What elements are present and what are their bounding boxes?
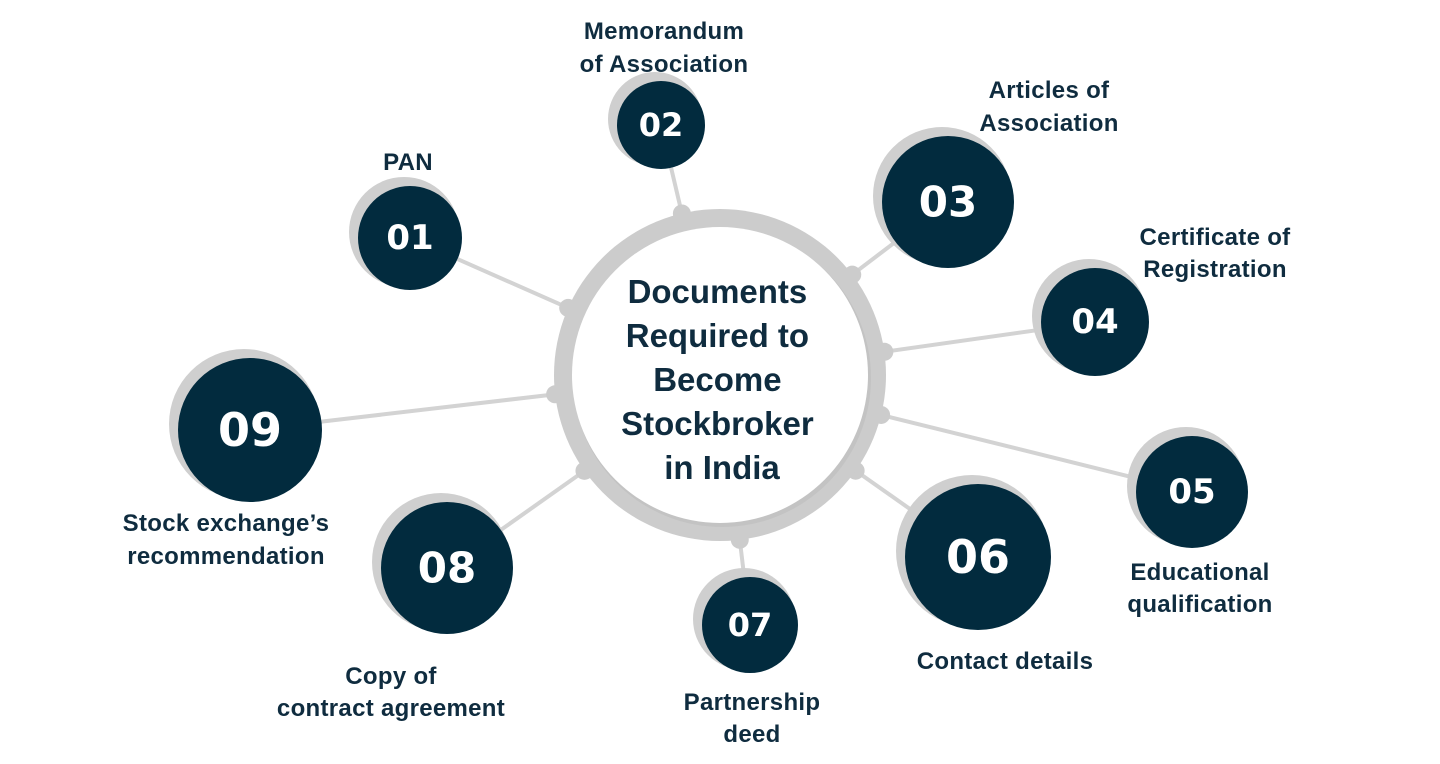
center-hub: Documents Required to Become Stockbroker… — [554, 209, 886, 541]
node-circle — [617, 81, 705, 169]
connector-line — [874, 411, 1139, 481]
node-number: 04 — [1071, 302, 1118, 342]
node-label: PAN — [383, 149, 433, 176]
node-circle — [358, 186, 462, 290]
node-circle — [1136, 436, 1248, 548]
connector-line — [456, 257, 575, 313]
node-circle — [882, 136, 1014, 268]
node-circle — [905, 484, 1051, 630]
center-circle — [572, 227, 868, 523]
node-number: 08 — [418, 544, 476, 593]
node-label: Contact details — [917, 648, 1094, 675]
connector-line — [321, 391, 562, 424]
connector-line — [499, 465, 591, 532]
node-number: 06 — [946, 530, 1010, 584]
node-number: 09 — [218, 403, 282, 457]
node-number: 05 — [1168, 472, 1215, 512]
node-number: 01 — [386, 218, 433, 258]
node-number: 02 — [639, 106, 684, 144]
node-circle — [178, 358, 322, 502]
node-01: 01 PAN — [349, 149, 462, 290]
node-number: 07 — [728, 606, 773, 644]
connector-line — [878, 327, 1042, 355]
node-circle — [702, 577, 798, 673]
node-circle — [381, 502, 513, 634]
node-number: 03 — [919, 178, 977, 227]
node-circle — [1041, 268, 1149, 376]
center-title: Documents Required to Become Stockbroker… — [621, 273, 823, 486]
